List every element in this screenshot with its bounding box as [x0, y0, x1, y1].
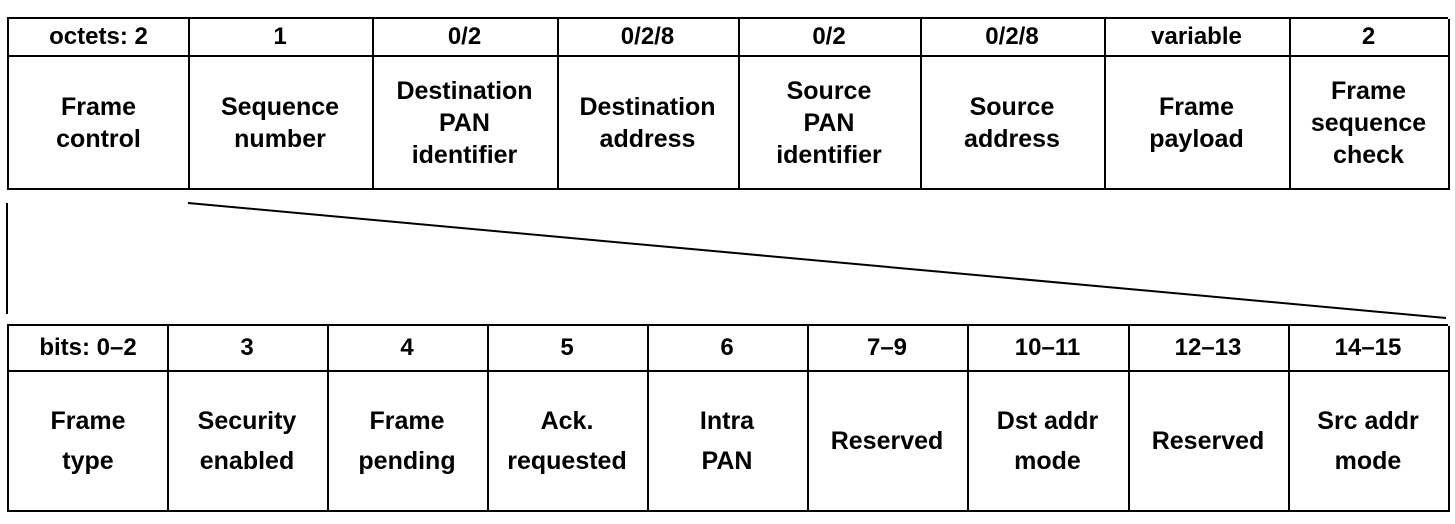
control-field-name: Frame pending: [327, 370, 487, 512]
control-field-size-label: 3: [167, 326, 327, 372]
frame-field-name-line: PAN: [803, 108, 855, 137]
frame-field-name-line: check: [1333, 140, 1404, 169]
control-field-name-line: requested: [507, 447, 627, 475]
control-field-name-line: type: [62, 447, 114, 475]
control-field-name-line: Ack.: [540, 407, 594, 435]
control-field-name: Frame type: [9, 370, 167, 512]
frame-field-size-label: variable: [1104, 19, 1289, 57]
frame-field-name-line: Sequence: [220, 92, 340, 121]
frame-field-name-line: Destination: [396, 76, 533, 105]
control-field-name: Ack. requested: [487, 370, 647, 512]
control-field-size-label: 4: [327, 326, 487, 372]
control-field-name-line: Intra: [699, 407, 755, 435]
frame-field-name-line: identifier: [776, 140, 882, 169]
control-field-name-line: pending: [358, 447, 456, 475]
control-field-size-label: 14–15: [1288, 326, 1448, 372]
frame-field-name: Sequence number: [188, 55, 372, 190]
frame-field-name-line: control: [56, 124, 141, 153]
frame-field-name-line: Destination: [579, 92, 716, 121]
frame-field-name-line: payload: [1149, 124, 1244, 153]
frame-field-size-label: 0/2/8: [920, 19, 1104, 57]
frame-field-name-line: address: [599, 124, 696, 153]
control-field-size-label: 7–9: [807, 326, 967, 372]
frame-field-size-label: 0/2: [738, 19, 920, 57]
frame-field-name-line: address: [964, 124, 1060, 153]
frame-field-name-line: PAN: [439, 108, 490, 137]
control-field-size-label: bits: 0–2: [9, 326, 167, 372]
control-field-name-line: Dst addr: [996, 407, 1099, 435]
control-field-name-line: PAN: [701, 447, 753, 475]
control-field-name-line: Frame: [369, 407, 445, 435]
control-field-size-label: 10–11: [967, 326, 1128, 372]
control-field-name: Reserved: [807, 370, 967, 512]
control-field-size-label: 5: [487, 326, 647, 372]
control-field-name-line: mode: [1014, 447, 1081, 475]
frame-field-name: Frame control: [9, 55, 188, 190]
frame-field-name: Destination address: [557, 55, 738, 190]
frame-field-name: Frame payload: [1104, 55, 1289, 190]
frame-field-name-line: identifier: [411, 140, 518, 169]
frame-field-size-label: 1: [188, 19, 372, 57]
frame-field-size-label: octets: 2: [9, 19, 188, 57]
control-field-name-line: mode: [1334, 447, 1402, 475]
control-field-name: Src addr mode: [1288, 370, 1448, 512]
control-field-name-line: Security: [197, 407, 297, 435]
frame-field-name-line: Frame: [1158, 92, 1235, 121]
frame-field-name-line: Source: [786, 76, 872, 105]
frame-field-size-label: 0/2/8: [557, 19, 738, 57]
control-field-size-label: 12–13: [1128, 326, 1288, 372]
frame-field-name: Source address: [920, 55, 1104, 190]
connector-diagonal-line: [187, 202, 1447, 319]
control-field-name-line: enabled: [199, 447, 295, 475]
control-field-name-line: Frame: [50, 407, 126, 435]
control-field-size-label: 6: [647, 326, 807, 372]
frame-field-name-line: Frame: [1330, 76, 1407, 105]
frame-field-column: octets: 2 Frame control: [9, 19, 190, 190]
control-field-name-line: Src addr: [1317, 407, 1419, 435]
frame-field-size-label: 0/2: [372, 19, 557, 57]
frame-field-name-line: Source: [969, 92, 1055, 121]
frame-field-name-line: Frame: [60, 92, 137, 121]
control-field-name-line: Reserved: [1151, 427, 1265, 455]
frame-field-name-line: sequence: [1310, 108, 1427, 137]
control-field-name: Security enabled: [167, 370, 327, 512]
frame-field-name-line: number: [234, 124, 326, 153]
frame-field-size-label: 2: [1289, 19, 1448, 57]
control-field-name-line: Reserved: [830, 427, 944, 455]
frame-field-name: Frame sequence check: [1289, 55, 1448, 190]
control-field-name: Reserved: [1128, 370, 1288, 512]
control-field-name: Dst addr mode: [967, 370, 1128, 512]
